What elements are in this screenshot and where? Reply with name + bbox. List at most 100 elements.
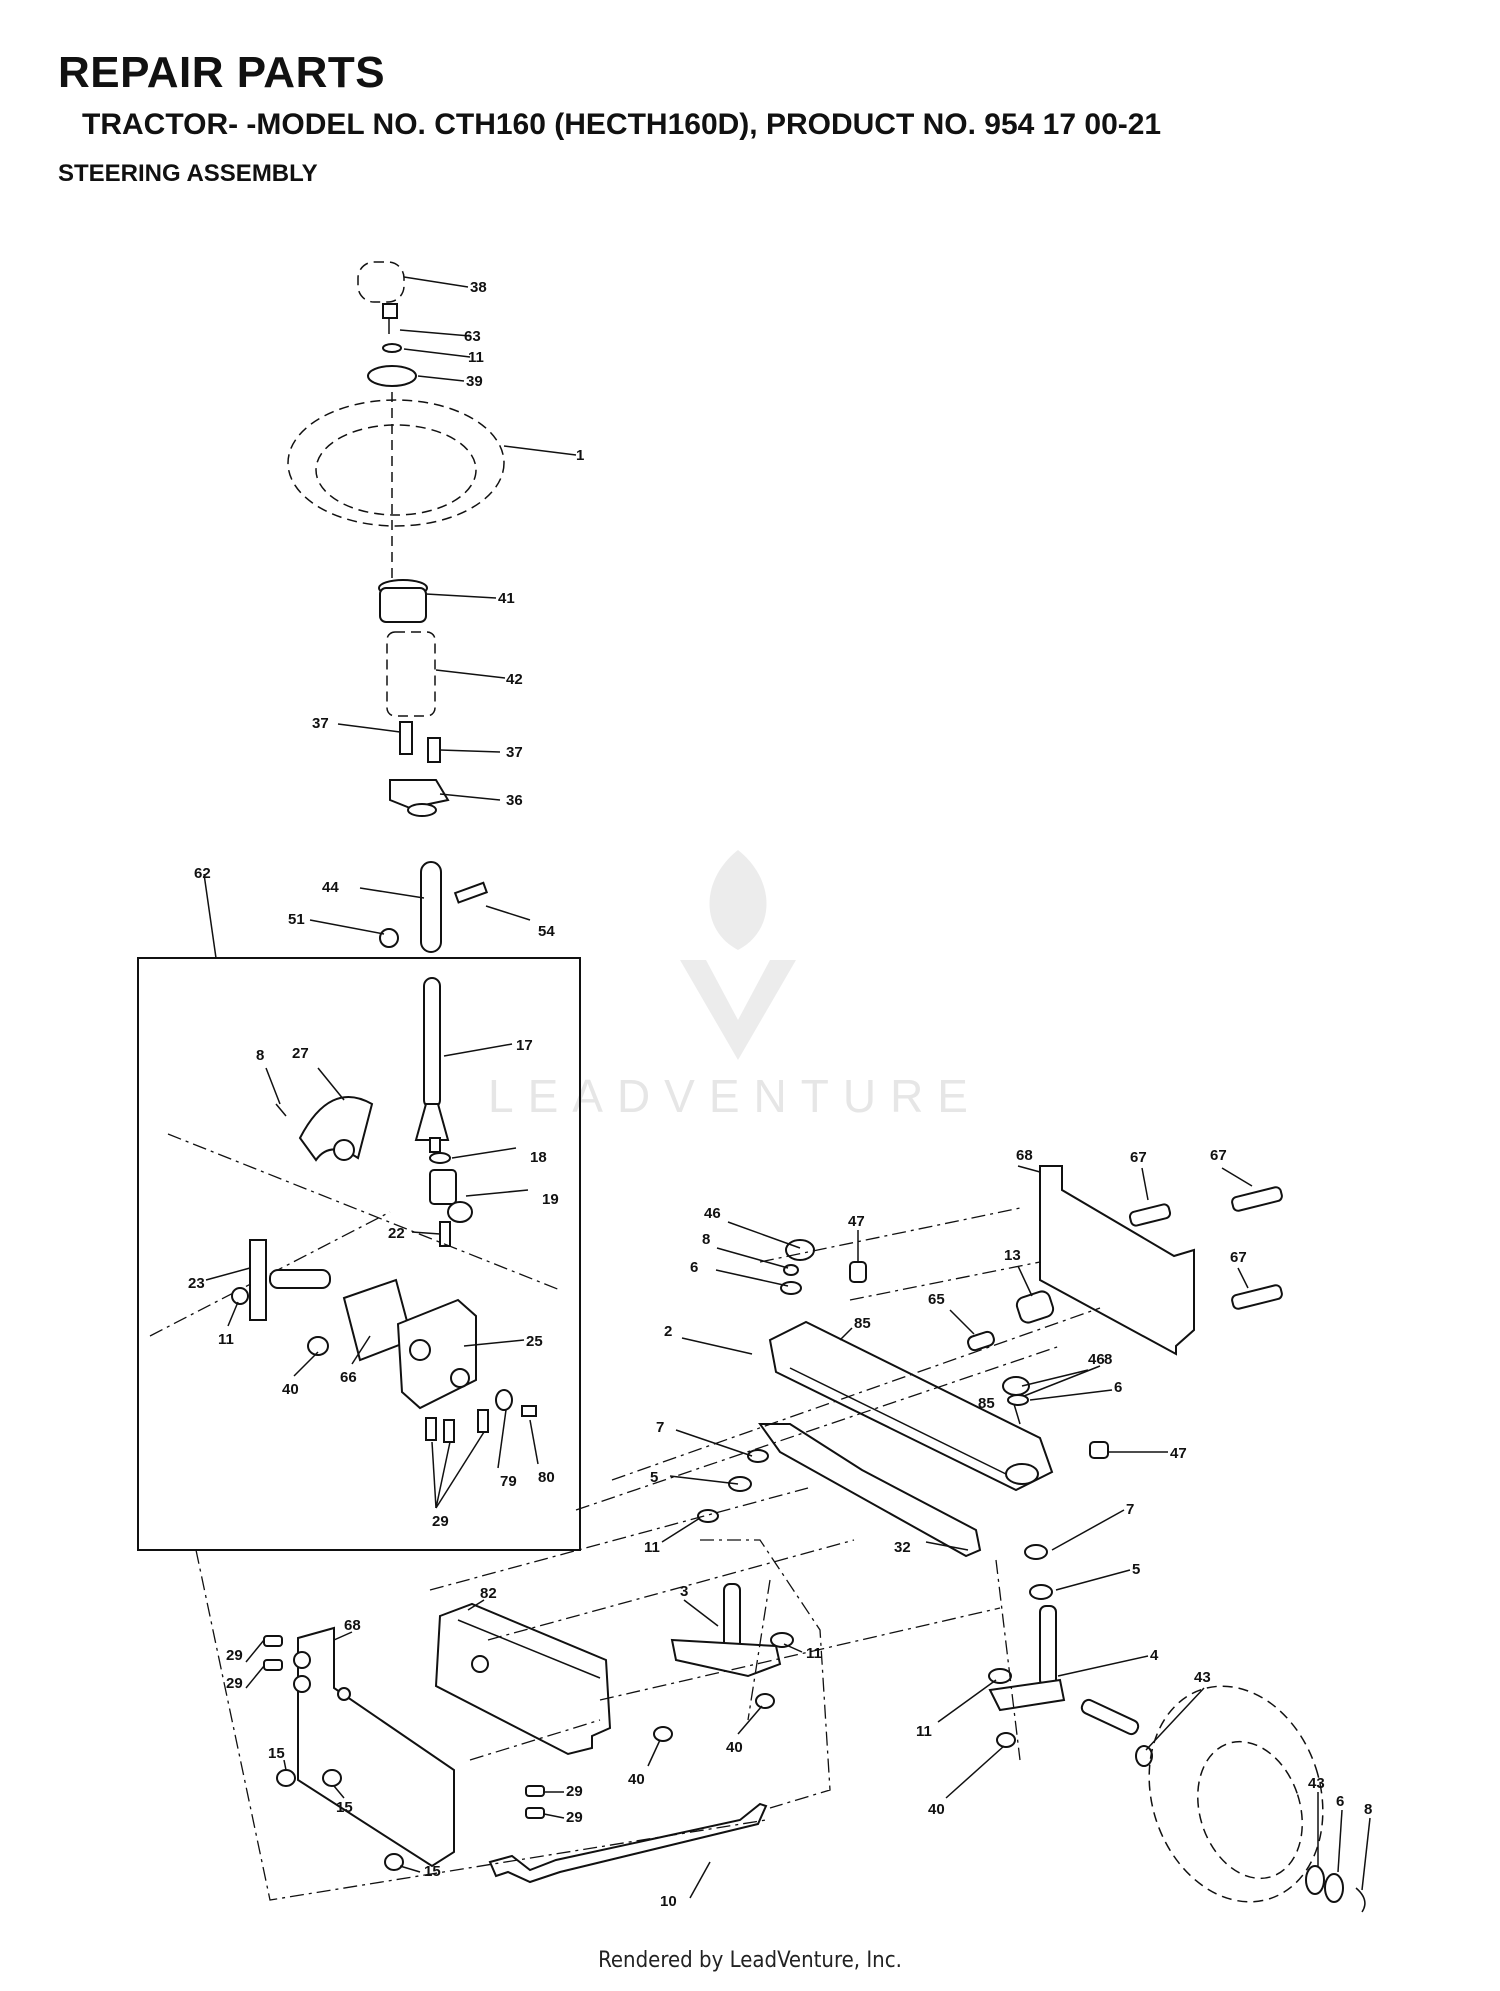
support-brackets [263,1602,768,1884]
steering-gear-kit [149,977,561,1443]
callout-38: 38 [470,279,487,296]
callout-40b: 40 [726,1739,743,1756]
callout-67a: 67 [1130,1149,1147,1166]
callout-80: 80 [538,1469,555,1486]
mounting-plate-68 [297,1626,455,1868]
callout-23: 23 [188,1275,205,1292]
callout-4: 4 [1150,1647,1159,1664]
callout-7b: 7 [1126,1501,1134,1518]
bushing-19 [429,1169,457,1205]
callout-13: 13 [1004,1247,1021,1264]
mounting-bracket-68 [1039,1165,1195,1356]
callout-46b: 46 [1088,1351,1105,1368]
leader-lines [205,276,1371,1899]
callout-85b: 85 [978,1395,995,1412]
callout-17: 17 [516,1037,533,1054]
drag-link-32 [758,1423,982,1558]
callout-5a: 5 [650,1469,658,1486]
callout-8c: 8 [1104,1351,1112,1368]
callout-11e: 11 [916,1723,932,1740]
callout-6c: 6 [1336,1793,1344,1810]
callout-11: 11 [468,349,484,366]
callout-43b: 43 [1308,1775,1325,1792]
callout-1: 1 [576,447,584,464]
callout-29b: 29 [226,1647,243,1664]
callout-37a: 37 [312,715,329,732]
steering-cap-38 [357,261,405,303]
callout-8a: 8 [256,1047,264,1064]
assembly-guide-lines [195,1207,1101,1901]
steering-column [287,261,505,953]
callout-63: 63 [464,328,481,345]
callout-2: 2 [664,1323,672,1340]
callout-39: 39 [466,373,483,390]
page-title: REPAIR PARTS [58,48,386,97]
callout-47b: 47 [1170,1445,1187,1462]
callout-68a: 68 [1016,1147,1033,1164]
callout-41: 41 [498,590,515,607]
callout-62: 62 [194,865,211,882]
callout-66: 66 [340,1369,357,1386]
callout-11b: 11 [218,1331,234,1348]
footer-credit: Rendered by LeadVenture, Inc. [598,1948,902,1973]
callout-18: 18 [530,1149,547,1166]
callout-51: 51 [288,911,305,928]
axle-assembly [653,1165,1366,1913]
sector-gear-27 [298,1096,374,1162]
bracket-82 [434,1602,612,1756]
callout-11c: 11 [644,1539,660,1556]
callout-29c: 29 [226,1675,243,1692]
callout-79: 79 [500,1473,517,1490]
callout-labels: 38 63 11 39 1 41 42 37 37 36 62 44 54 51… [188,279,1372,1910]
section-title: STEERING ASSEMBLY [58,160,318,187]
callout-65: 65 [928,1291,945,1308]
kit-62-box [137,957,581,1551]
callout-68b: 68 [344,1617,361,1634]
callout-11d: 11 [806,1645,822,1662]
callout-5b: 5 [1132,1561,1140,1578]
steering-adapter-41 [379,587,427,623]
callout-40a: 40 [282,1381,299,1398]
callout-22: 22 [388,1225,405,1242]
callout-6a: 6 [690,1259,698,1276]
bushing-13 [1015,1290,1055,1324]
model-line: TRACTOR- -MODEL NO. CTH160 (HECTH160D), … [82,108,1162,141]
callout-7a: 7 [656,1419,664,1436]
tire-wheel [1148,1685,1324,1903]
axle-2 [768,1320,1054,1492]
callout-29a: 29 [432,1513,449,1530]
callout-25: 25 [526,1333,543,1350]
callout-32: 32 [894,1539,911,1556]
callout-19: 19 [542,1191,559,1208]
callout-6b: 6 [1114,1379,1122,1396]
callout-67b: 67 [1210,1147,1227,1164]
watermark-text: LEADVENTURE [488,1070,982,1122]
callout-47a: 47 [848,1213,865,1230]
callout-85a: 85 [854,1315,871,1332]
callout-36: 36 [506,792,523,809]
steering-shaft-17 [423,977,441,1109]
tie-rod-10 [488,1802,768,1884]
callout-44: 44 [322,879,339,896]
callout-8d: 8 [1364,1801,1372,1818]
callout-29e: 29 [566,1809,583,1826]
callout-42: 42 [506,671,523,688]
callout-37b: 37 [506,744,523,761]
steering-sleeve-42 [386,631,436,717]
callout-15c: 15 [424,1863,441,1880]
callout-15b: 15 [336,1799,353,1816]
callout-10: 10 [660,1893,677,1910]
callout-40d: 40 [928,1801,945,1818]
callout-3: 3 [680,1583,688,1600]
callout-27: 27 [292,1045,309,1062]
callout-43a: 43 [1194,1669,1211,1686]
callout-82: 82 [480,1585,497,1602]
callout-15a: 15 [268,1745,285,1762]
callout-67c: 67 [1230,1249,1247,1266]
callout-29d: 29 [566,1783,583,1800]
steering-shaft-44 [420,861,442,953]
watermark-logo: LEADVENTURE [488,850,982,1122]
pivot-bracket-23 [249,1239,267,1321]
callout-40c: 40 [628,1771,645,1788]
